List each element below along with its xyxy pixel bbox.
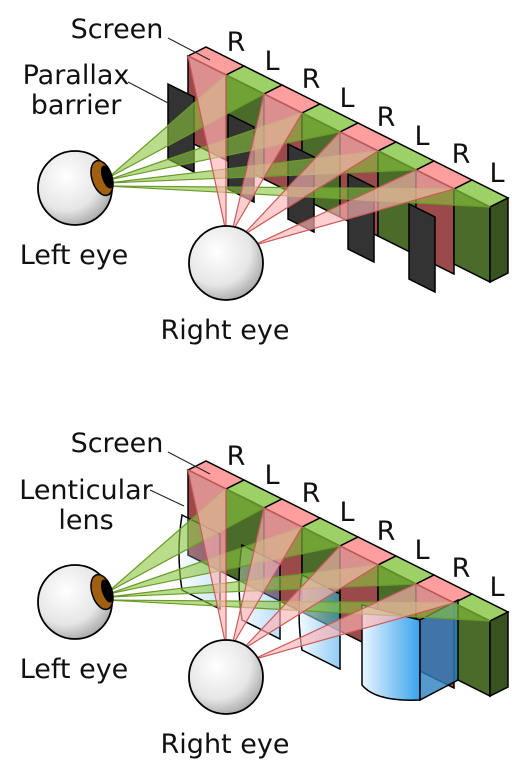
lens-label-line-1: Lenticular [19,475,153,506]
strip-label: R [302,478,321,509]
screen-side-face [489,610,509,698]
panel-lenticular-lens: R L R L R L R L Screen Lenticular lens L… [19,428,510,760]
barrier-slat-5 [408,202,436,294]
strip-label: L [264,46,279,77]
screen-label: Screen [71,428,164,459]
right-eye-rays [187,468,456,661]
barrier-label-line-1: Parallax [23,60,130,91]
strip-label: L [339,497,354,528]
right-eye-icon [188,639,264,715]
strip-label: R [377,102,396,133]
lens-label-line-2: lens [58,505,113,536]
strip-label: L [414,121,429,152]
strip-label: L [414,535,429,566]
panel-parallax-barrier: R L R L R L R L Screen Parallax barrier … [20,14,510,346]
left-eye-label: Left eye [20,240,129,271]
left-eye-icon [37,564,114,640]
screen-side-face [489,196,509,284]
right-eye-rays [187,54,456,247]
strip-label: L [339,83,354,114]
strip-label: R [227,27,246,58]
strip-label: L [489,572,504,603]
strip-label: R [452,553,471,584]
strip-label: R [452,139,471,170]
strip-label: R [227,441,246,472]
left-eye-icon [37,150,114,226]
strip-label: L [489,158,504,189]
strip-label: R [377,516,396,547]
screen-leader-line [167,451,211,475]
barrier-leader-line [127,81,171,105]
screen-leader-line [167,37,211,61]
screen-label: Screen [71,14,164,45]
left-eye-label: Left eye [20,654,129,685]
right-eye-label: Right eye [161,729,290,760]
right-eye-icon [188,225,264,301]
strip-label: L [264,460,279,491]
barrier-label-line-2: barrier [31,90,123,121]
right-eye-label: Right eye [161,315,290,346]
lens-leader-line [149,489,185,507]
strip-label: R [302,64,321,95]
